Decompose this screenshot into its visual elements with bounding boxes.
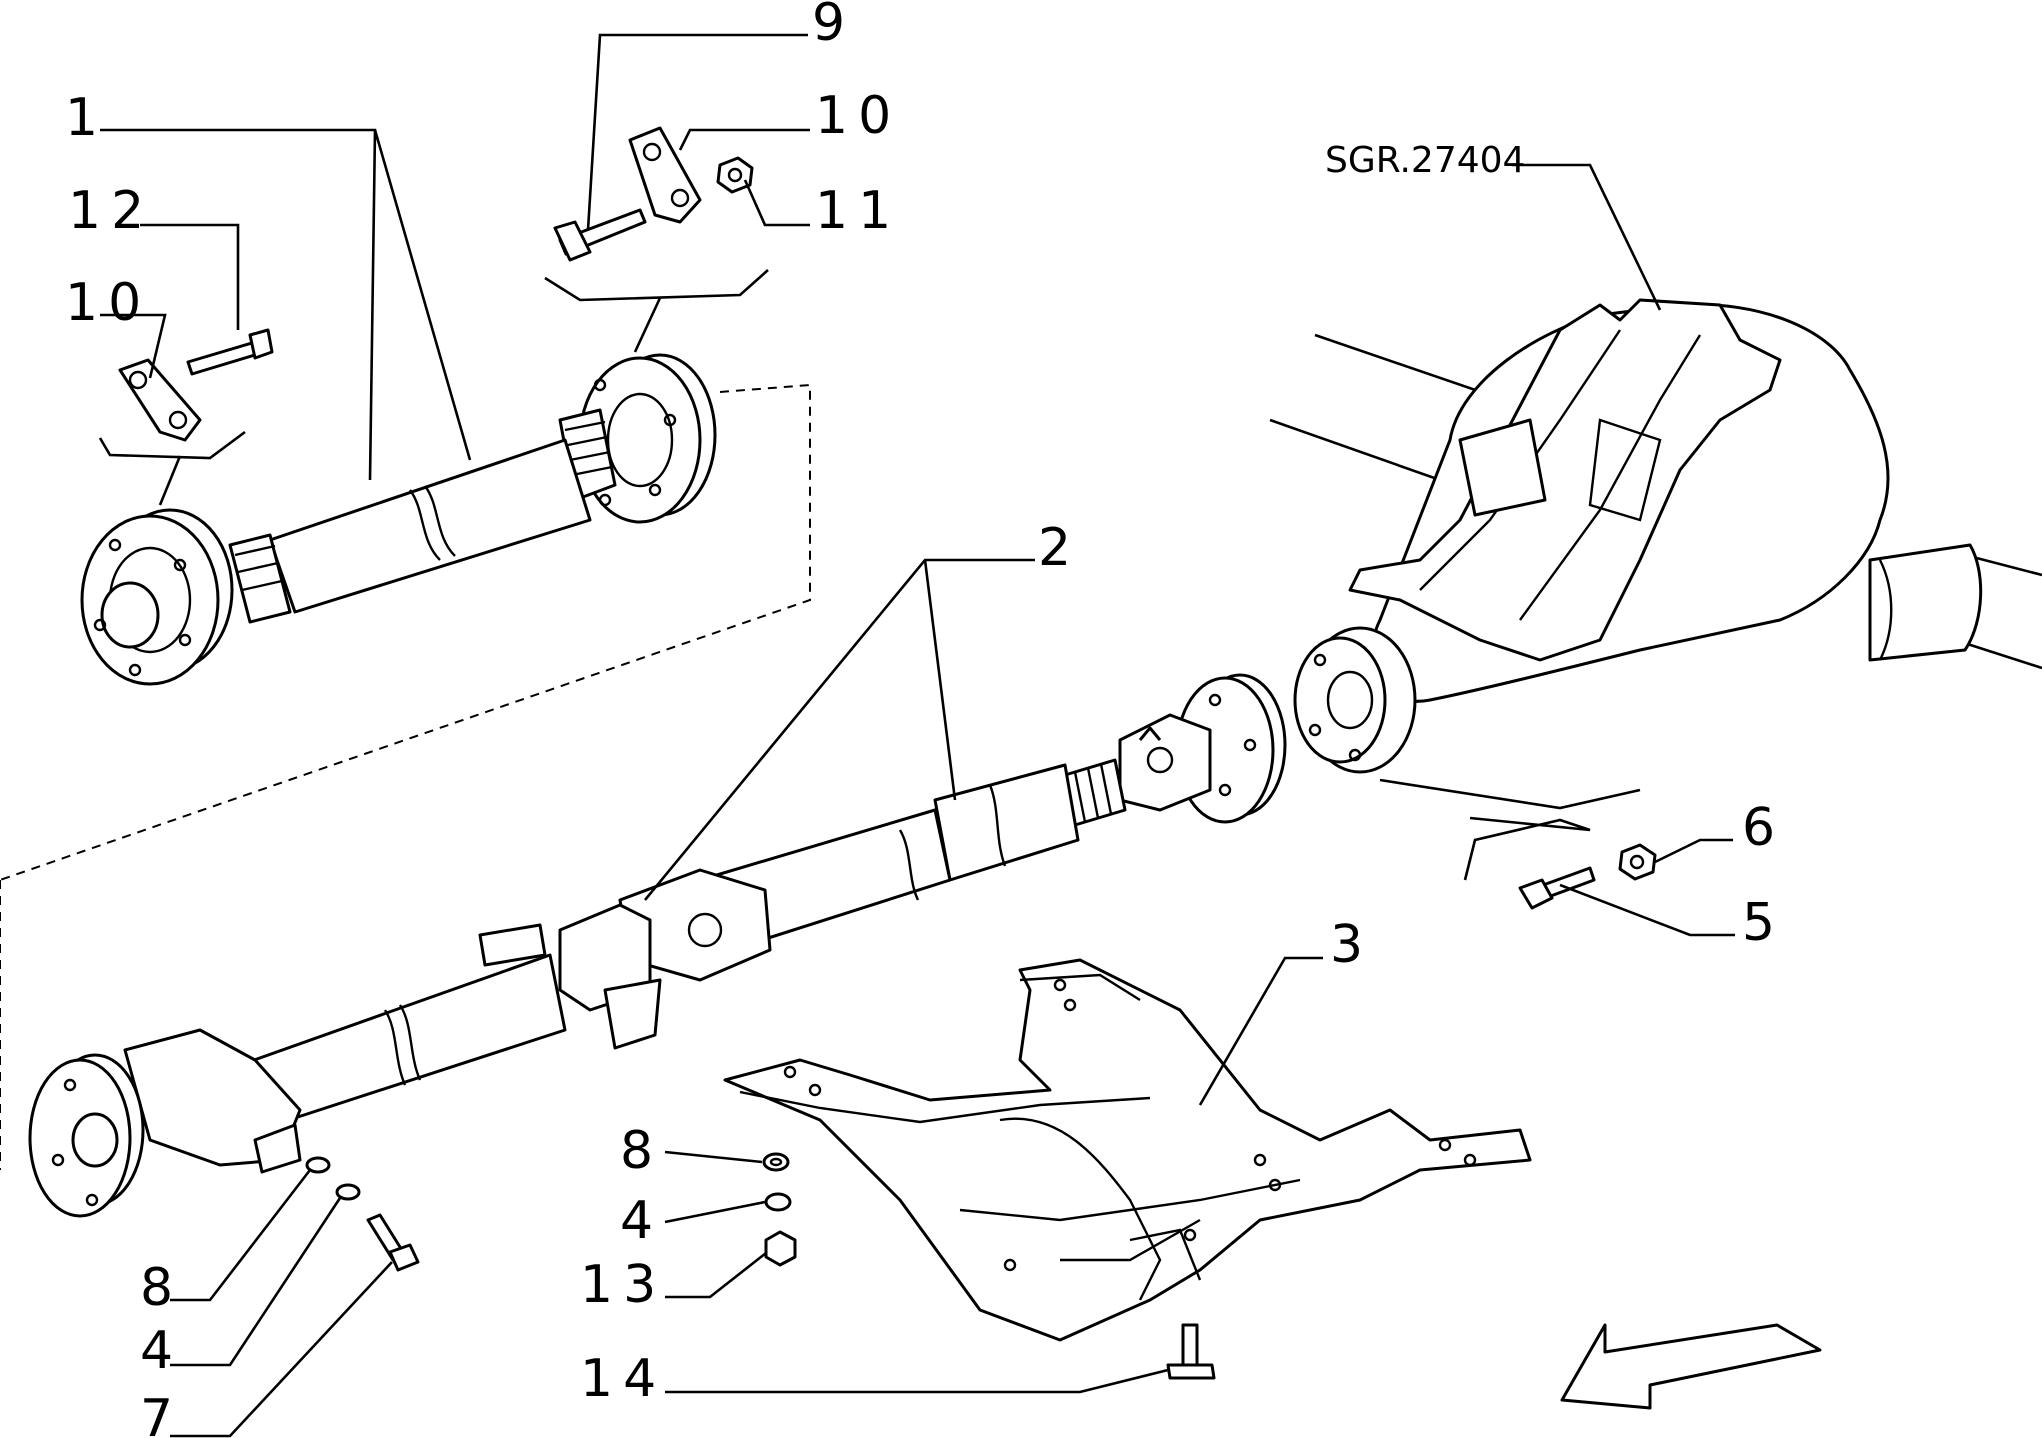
- detail-enclosure-dashed: [0, 383, 811, 1170]
- plate-10-left: [118, 358, 202, 442]
- propeller-shaft-main: [28, 673, 1287, 1218]
- callout-8-center: 8: [620, 1121, 653, 1181]
- callout-11: 11: [815, 181, 901, 241]
- callout-8-left: 8: [140, 1258, 173, 1318]
- callout-6: 6: [1742, 798, 1775, 858]
- callout-3: 3: [1330, 915, 1363, 975]
- direction-arrow-icon: [1560, 1323, 1822, 1410]
- rear-axle-differential: [1269, 298, 2042, 774]
- leader-lines: [100, 33, 1735, 1438]
- washer-8-center: [762, 1152, 790, 1172]
- callout-1: 1: [65, 88, 98, 148]
- crossmember-support: [723, 958, 1532, 1342]
- callout-4-left: 4: [140, 1321, 173, 1381]
- callout-7: 7: [140, 1389, 173, 1438]
- callout-10-top: 10: [815, 86, 901, 146]
- nut-6: [1618, 843, 1657, 881]
- callout-12: 12: [68, 181, 154, 241]
- washer-8-left: [305, 1156, 331, 1174]
- drawing-code: SGR.27404: [1325, 140, 1525, 181]
- lock-washer-4-left: [335, 1183, 361, 1201]
- bolt-14: [1166, 1323, 1216, 1380]
- callout-14: 14: [580, 1349, 666, 1409]
- assembly-bracket-top: [544, 269, 769, 353]
- callout-numbers: 1 2 3 4 4 5 6 7 8 8 9 10 10 11 12 13 14 …: [65, 0, 1775, 1438]
- nut-13: [764, 1230, 797, 1267]
- propeller-shaft-detail: [80, 353, 717, 686]
- assembly-bracket-right: [1379, 778, 1641, 881]
- callout-2: 2: [1038, 518, 1071, 578]
- callout-5: 5: [1742, 893, 1775, 953]
- bolt-9: [553, 208, 647, 262]
- plate-10-top: [628, 126, 702, 224]
- bolt-5: [1518, 866, 1596, 910]
- callout-4-center: 4: [620, 1191, 653, 1251]
- bolt-12: [186, 328, 274, 376]
- callout-9: 9: [812, 0, 845, 53]
- assembly-bracket-left: [98, 430, 246, 506]
- bolt-7: [366, 1213, 420, 1272]
- lock-washer-4-center: [764, 1192, 792, 1212]
- callout-13: 13: [580, 1255, 666, 1315]
- callout-10-left: 10: [65, 273, 151, 333]
- nut-11: [716, 156, 754, 194]
